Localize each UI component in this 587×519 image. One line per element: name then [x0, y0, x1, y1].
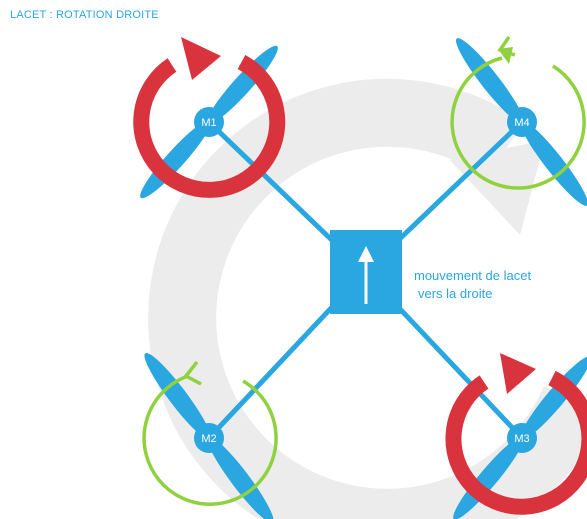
motor-m1: M1	[133, 37, 286, 199]
drone-body	[330, 230, 402, 314]
caption-line-2: vers la droite	[418, 286, 493, 301]
propeller-m1	[140, 45, 278, 199]
motor-label-m3: M3	[514, 433, 529, 445]
motor-m4: M4	[450, 36, 587, 206]
yaw-caption: mouvement de lacet vers la droite	[414, 267, 531, 303]
propeller-m2	[144, 353, 274, 519]
caption-line-1: mouvement de lacet	[414, 268, 532, 283]
propeller-m3	[453, 356, 587, 519]
propeller-m4	[455, 38, 587, 206]
motor-label-m1: M1	[201, 117, 216, 129]
clockwise-arrow-icon-m3	[445, 353, 587, 515]
motor-m2: M2	[142, 353, 278, 519]
motor-m3: M3	[445, 353, 587, 519]
counter-clockwise-arrow-icon-m2	[142, 360, 278, 506]
diagram-title: LACET : ROTATION DROITE	[10, 9, 159, 21]
clockwise-arrow-icon-m1	[133, 37, 286, 198]
counter-clockwise-arrow-icon-m4	[450, 36, 586, 190]
up-arrow-icon	[358, 246, 374, 304]
motor-label-m4: M4	[514, 117, 529, 129]
motor-label-m2: M2	[201, 433, 216, 445]
